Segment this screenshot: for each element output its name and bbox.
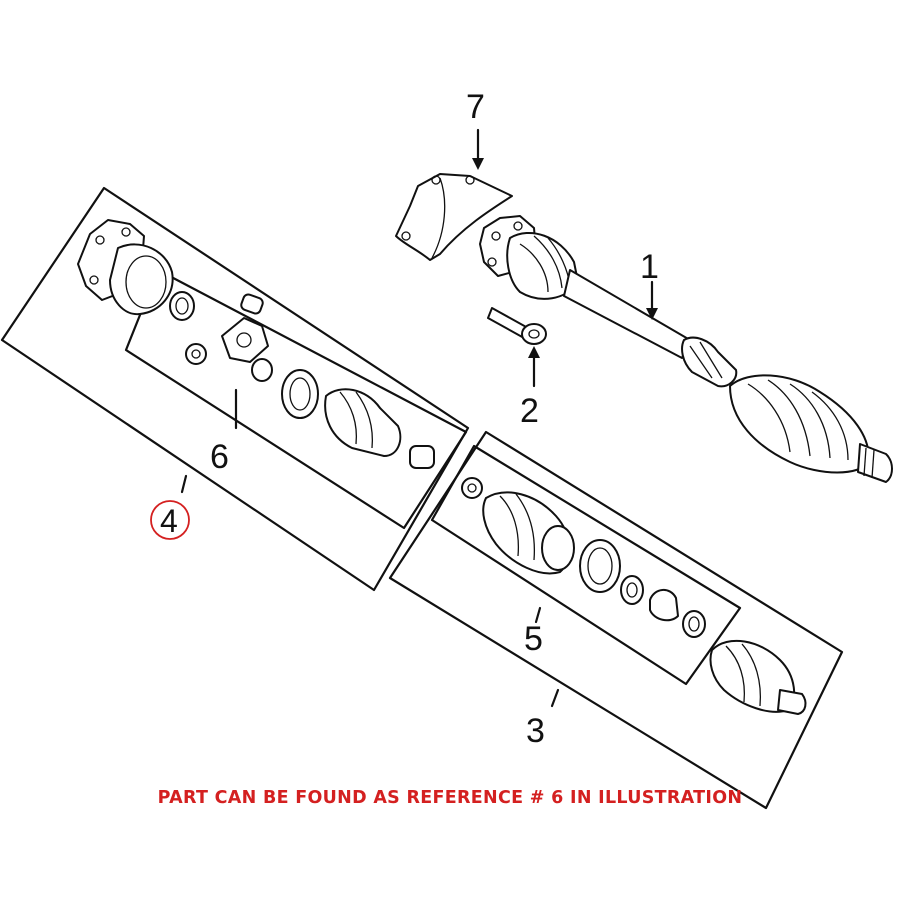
callout-4: 4 (160, 503, 178, 539)
axle-shaft-assembly (479, 215, 893, 483)
heat-shield-part (395, 173, 513, 261)
callout-1: 1 (640, 248, 659, 286)
outer-cv-joint-part (709, 639, 807, 715)
callout-3: 3 (526, 712, 545, 750)
group-box-6 (124, 268, 468, 530)
callout-7: 7 (466, 88, 485, 126)
inner-cv-joint-kit (77, 219, 435, 469)
callout-5: 5 (524, 620, 543, 658)
group-box-5 (430, 444, 742, 686)
leader-lines (180, 128, 658, 708)
group-box-3 (388, 430, 844, 810)
group-box-4 (0, 186, 470, 592)
callout-6: 6 (210, 438, 229, 476)
bolt-part (487, 307, 547, 345)
reference-note: PART CAN BE FOUND AS REFERENCE # 6 IN IL… (158, 788, 743, 808)
callout-4-ring (150, 500, 190, 540)
outer-cv-joint-kit (461, 477, 706, 638)
callout-2: 2 (520, 392, 539, 430)
